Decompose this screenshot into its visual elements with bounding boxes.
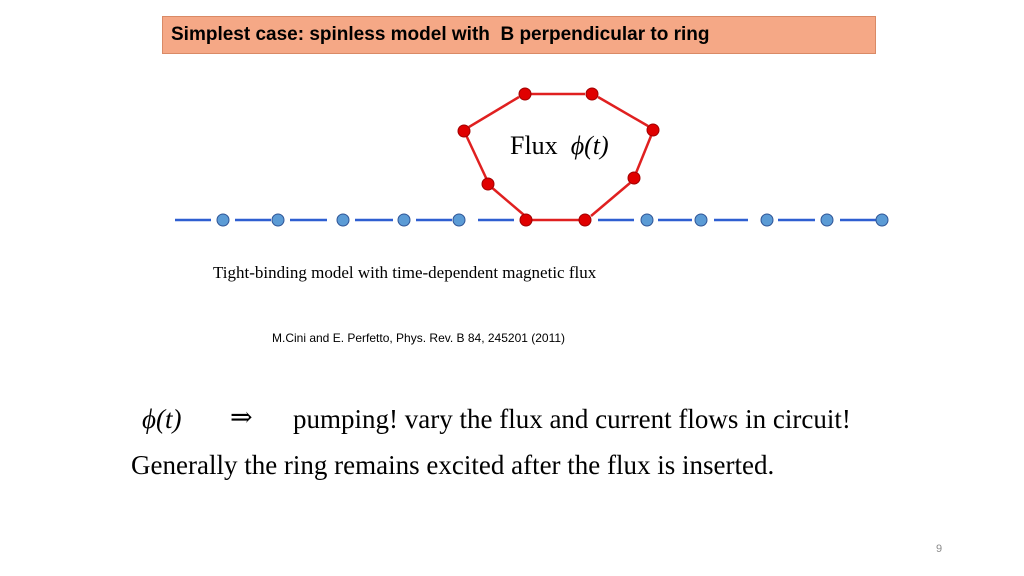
ring-bond: [464, 134, 489, 181]
chain-site: [875, 213, 889, 227]
chain-site: [397, 213, 411, 227]
ring-site: [481, 177, 495, 191]
pumping-statement: ϕ(t) ⇒ pumping! vary the flux and curren…: [142, 402, 851, 528]
diagram-caption: Tight-binding model with time-dependent …: [213, 263, 597, 282]
chain-site: [216, 213, 230, 227]
ring-bond: [468, 95, 520, 129]
ring-bond: [597, 95, 649, 128]
slide-title-box: Simplest case: spinless model with B per…: [162, 16, 876, 54]
chain-site: [760, 213, 774, 227]
ring-bonds: [464, 92, 653, 222]
pumping-text: pumping! vary the flux and current flows…: [293, 404, 851, 434]
implies-arrow: ⇒: [230, 402, 253, 433]
slide-title: Simplest case: spinless model with B per…: [171, 24, 710, 45]
ring-site: [518, 87, 532, 101]
chain-site: [694, 213, 708, 227]
ring-site: [627, 171, 641, 185]
chain-site: [640, 213, 654, 227]
ring-site: [457, 124, 471, 138]
flux-word: Flux: [510, 131, 558, 160]
ring-bond: [489, 185, 525, 216]
chain-sites: [216, 213, 889, 227]
flux-symbol: ϕ(t): [570, 131, 609, 160]
ring-bond: [590, 182, 631, 217]
chain-site: [271, 213, 285, 227]
ring-bond: [634, 135, 653, 174]
ring-site: [646, 123, 660, 137]
chain-site: [452, 213, 466, 227]
ring-site: [585, 87, 599, 101]
excited-ring-statement: Generally the ring remains excited after…: [131, 450, 775, 480]
chain-site: [820, 213, 834, 227]
ring-site: [519, 213, 533, 227]
reference-citation: M.Cini and E. Perfetto, Phys. Rev. B 84,…: [272, 331, 566, 345]
phi-symbol: ϕ(t): [142, 404, 182, 434]
chain-site: [336, 213, 350, 227]
ring-site: [578, 213, 592, 227]
flux-label: Flux ϕ(t): [510, 131, 609, 161]
ring-sites: [457, 87, 660, 227]
page-number: 9: [936, 543, 943, 555]
